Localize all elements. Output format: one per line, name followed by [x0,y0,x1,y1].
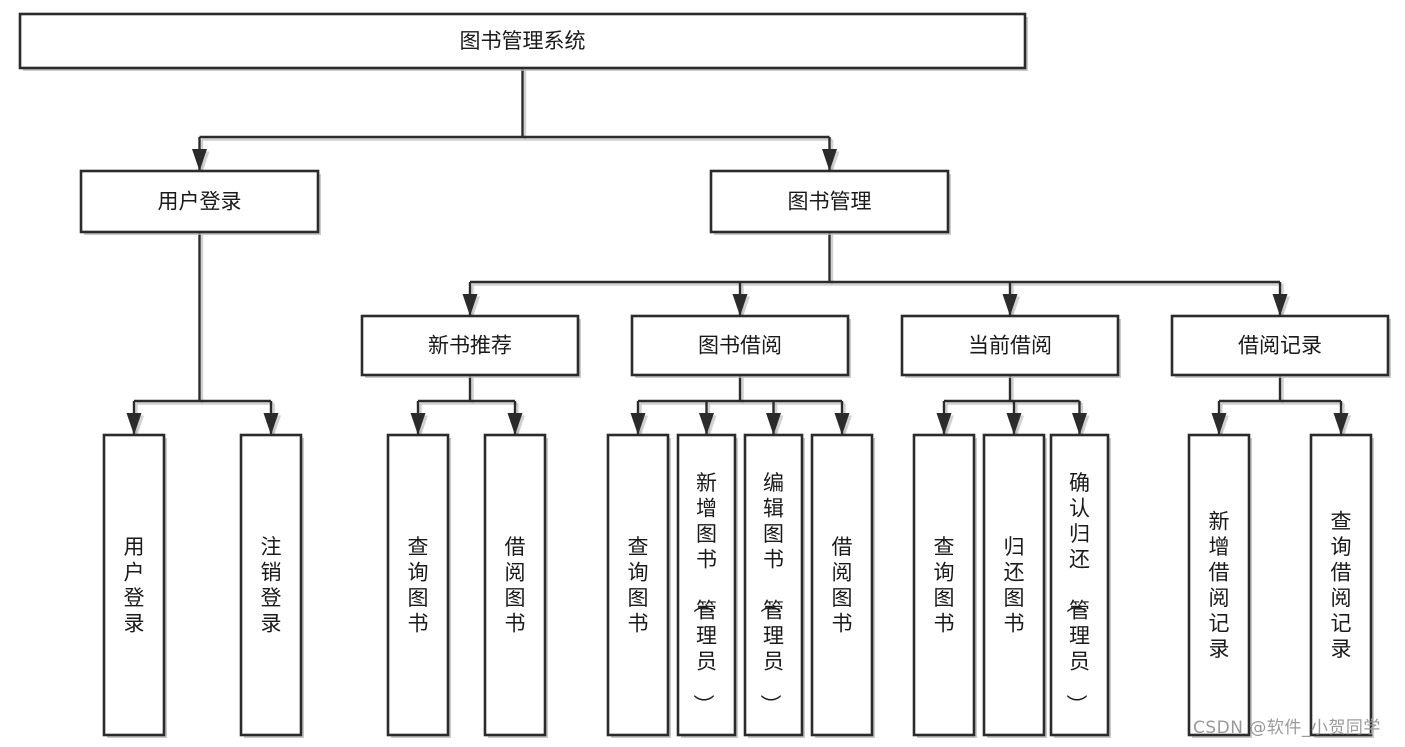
node-label: 图书借阅 [698,334,782,358]
node-label: 用户登录 [158,190,242,214]
node-label: 当前借阅 [968,334,1052,358]
node-label: 图书管理 [788,190,872,214]
node-leaf-user-login[interactable]: 用户登录 [102,433,167,738]
nodes-layer: 图书管理系统用户登录图书管理新书推荐图书借阅当前借阅借阅记录用户登录注销登录查询… [18,12,1391,738]
node-box[interactable] [483,433,547,737]
node-box[interactable] [982,433,1046,737]
node-label: 用户登录 [124,535,145,636]
node-label: 查询图书 [934,535,955,636]
edge-group-borrow-record [1211,375,1351,438]
node-box[interactable] [386,433,450,737]
node-label: 新增图书（管理员） [691,471,717,715]
node-new-book-rec[interactable]: 新书推荐 [360,314,581,378]
node-box[interactable] [102,433,166,737]
edge-group-book-borrow [630,375,852,438]
node-book-borrow[interactable]: 图书借阅 [630,314,851,378]
node-leaf-borrow-book-1[interactable]: 借阅图书 [483,433,548,738]
node-box[interactable] [630,314,850,377]
node-box[interactable] [900,314,1120,377]
node-box[interactable] [360,314,580,377]
node-box[interactable] [743,433,804,737]
node-box[interactable] [1049,433,1110,737]
node-box[interactable] [18,12,1027,70]
csdn-watermark: CSDN @软件_小贺同学 [1193,718,1381,738]
node-leaf-add-book[interactable]: 新增图书（管理员） [676,433,738,738]
node-leaf-confirm-return[interactable]: 确认归还（管理员） [1049,433,1111,738]
edge-group-new-book-rec [410,375,525,438]
node-label: 归还图书 [1004,535,1025,636]
node-label: 新书推荐 [428,334,512,358]
node-box[interactable] [709,169,950,234]
node-box[interactable] [239,433,303,737]
node-label: 注销登录 [261,535,282,636]
node-leaf-query-book-2[interactable]: 查询图书 [606,433,671,738]
node-leaf-query-record[interactable]: 查询借阅记录 [1309,433,1374,738]
node-box[interactable] [912,433,976,737]
edge-group-current-borrow [936,375,1090,438]
node-label: 查询图书 [408,535,429,636]
edge-group-root [192,68,840,174]
node-label: 新增借阅记录 [1209,509,1230,661]
node-label: 查询借阅记录 [1331,509,1352,661]
node-current-borrow[interactable]: 当前借阅 [900,314,1121,378]
edges-layer [126,68,1351,438]
node-label: 图书管理系统 [460,29,586,53]
node-leaf-edit-book[interactable]: 编辑图书（管理员） [743,433,805,738]
edge-group-book-manage [462,232,1290,319]
node-box[interactable] [1187,433,1251,737]
node-box[interactable] [79,169,320,234]
node-label: 编辑图书（管理员） [758,471,784,715]
node-label: 借阅记录 [1238,334,1322,358]
node-box[interactable] [1309,433,1373,737]
node-leaf-borrow-book-2[interactable]: 借阅图书 [810,433,875,738]
edge-group-user-login [126,232,281,438]
node-box[interactable] [676,433,737,737]
node-borrow-record[interactable]: 借阅记录 [1170,314,1391,378]
node-box[interactable] [606,433,670,737]
node-label: 借阅图书 [505,535,526,636]
node-label: 查询图书 [628,535,649,636]
node-box[interactable] [1170,314,1390,377]
node-book-manage[interactable]: 图书管理 [709,169,951,235]
node-leaf-query-book-3[interactable]: 查询图书 [912,433,977,738]
node-root[interactable]: 图书管理系统 [18,12,1028,71]
node-leaf-return-book[interactable]: 归还图书 [982,433,1047,738]
node-leaf-logout[interactable]: 注销登录 [239,433,304,738]
node-label: 确认归还（管理员） [1064,471,1090,715]
node-box[interactable] [810,433,874,737]
node-label: 借阅图书 [832,535,853,636]
node-leaf-query-book-1[interactable]: 查询图书 [386,433,451,738]
node-leaf-add-record[interactable]: 新增借阅记录 [1187,433,1252,738]
node-user-login[interactable]: 用户登录 [79,169,321,235]
